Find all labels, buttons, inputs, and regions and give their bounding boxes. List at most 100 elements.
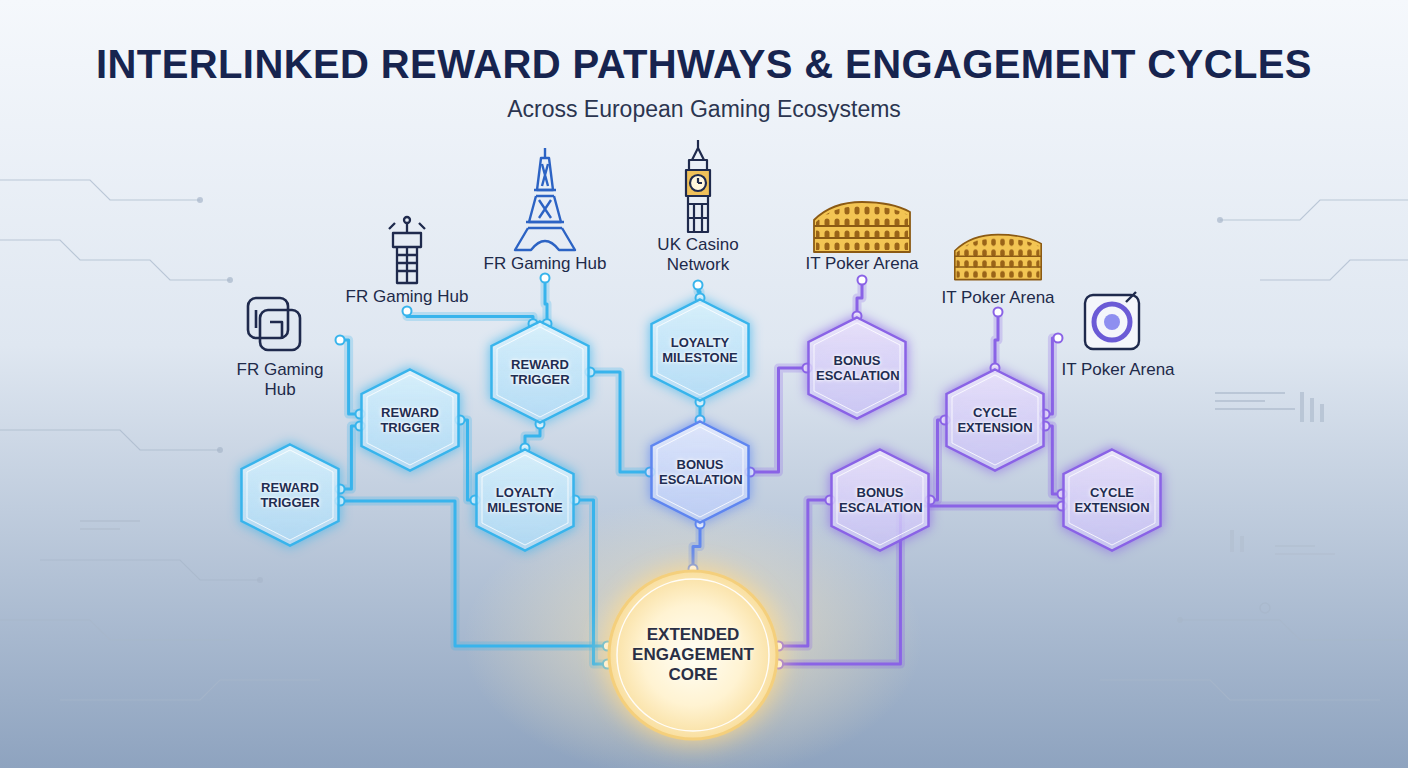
circuit-dot (1217, 217, 1223, 223)
node-label: CYCLE EXTENSION (954, 405, 1036, 435)
stage-hexagon: LOYALTY MILESTONE (475, 448, 575, 552)
stage-hexagon: CYCLE EXTENSION (945, 368, 1045, 472)
colosseum-icon (955, 235, 1041, 280)
connector-glow (407, 311, 533, 324)
tower-part (515, 228, 575, 250)
hexagon-shape (492, 322, 589, 423)
logo-part (1126, 292, 1136, 302)
hexagon-inner-rim (657, 427, 743, 517)
hexagon-inner-rim (837, 455, 923, 545)
tower-part (688, 196, 708, 232)
connector-dot (694, 281, 703, 290)
connector-glow (930, 420, 945, 500)
colosseum-icon (814, 202, 910, 252)
connector-line (340, 426, 360, 489)
connector-line (545, 278, 547, 324)
connector-line (693, 524, 700, 569)
connector-line (1045, 338, 1058, 414)
tower-part (389, 223, 425, 229)
connector-dot (541, 274, 550, 283)
hexagon-shape (362, 370, 459, 471)
tower-part (539, 164, 551, 218)
platform-name: FR Gaming Hub (346, 287, 469, 307)
hexagon-inner-rim (952, 375, 1038, 465)
data-bar (1215, 400, 1265, 402)
diagram-caption: Across European Gaming Ecosystems (0, 96, 1408, 123)
data-bar (1230, 530, 1234, 552)
circuit-dot (197, 197, 203, 203)
tower-part (692, 140, 704, 160)
circuit-line (1100, 680, 1380, 700)
hexagon-inner-rim (1069, 455, 1155, 545)
connector-line (407, 311, 533, 324)
core-disc (609, 571, 777, 739)
data-bar (1320, 404, 1324, 422)
hexagon-inner-rim (657, 305, 743, 395)
platform-label: UK Casino Network (643, 137, 753, 285)
logo-part (1085, 295, 1139, 349)
platform-name: FR Gaming Hub (221, 360, 339, 400)
arena-logo-icon (1085, 292, 1139, 349)
node-label: LOYALTY MILESTONE (484, 485, 566, 515)
circuit-dot (1260, 603, 1270, 613)
connector-line (590, 372, 650, 472)
node-label: REWARD TRIGGER (249, 480, 331, 510)
connector-dot (1054, 334, 1063, 343)
circuit-dot (227, 277, 233, 283)
tower-part (689, 160, 707, 170)
data-bar (1310, 398, 1314, 422)
platform-label: FR Gaming Hub (220, 292, 340, 388)
diagram-title: INTERLINKED REWARD PATHWAYS & ENGAGEMENT… (0, 42, 1408, 87)
data-bar (1300, 392, 1304, 422)
tower-part (686, 170, 710, 196)
data-bar (1275, 545, 1315, 547)
logo-part (1094, 304, 1130, 340)
platform-name: UK Casino Network (648, 235, 748, 275)
platform-name: IT Poker Arena (941, 288, 1054, 308)
platform-label: IT Poker Arena (923, 228, 1073, 312)
circuit-line (0, 430, 220, 450)
connector-line (995, 312, 998, 368)
connector-glow (340, 426, 360, 489)
connector-glow (340, 340, 360, 414)
connector-glow (995, 312, 998, 368)
hexagon-shape (1064, 450, 1161, 551)
connector-glow (545, 278, 547, 324)
hexagon-inner-rim (497, 327, 583, 417)
stage-hexagon: BONUS ESCALATION (807, 316, 907, 420)
data-bar (1215, 392, 1285, 394)
hexagon-inner-rim (814, 323, 900, 413)
data-bar (1275, 553, 1335, 555)
connector-dot (858, 276, 867, 285)
core-circle: EXTENDED ENGAGEMENT CORE (607, 569, 779, 741)
colosseum-arches (816, 206, 908, 250)
platform-label: FR Gaming Hub (332, 215, 482, 311)
colosseum-wall (814, 202, 910, 252)
tower-part (406, 223, 408, 233)
tower-part (393, 233, 421, 247)
node-label: BONUS ESCALATION (659, 457, 741, 487)
hexagon-shape (477, 450, 574, 551)
clock-tower-icon (686, 140, 710, 232)
circuit-line (40, 560, 260, 580)
tower-part (526, 222, 564, 228)
circuit-line (1180, 620, 1408, 640)
hub-logo-icon (248, 298, 300, 350)
connector-line (750, 368, 807, 472)
clock-hands (698, 178, 702, 183)
circuit-line (0, 620, 230, 640)
hexagon-shape (947, 370, 1044, 471)
node-label: LOYALTY MILESTONE (659, 335, 741, 365)
node-label: REWARD TRIGGER (499, 357, 581, 387)
hexagon-inner-rim (367, 375, 453, 465)
core-rim (617, 579, 769, 731)
logo-part (256, 310, 282, 338)
connector-line (779, 500, 830, 646)
platform-label: IT Poker Arena (1058, 288, 1178, 388)
tower-icon (389, 217, 425, 283)
circuit-line (1220, 200, 1408, 220)
logo-part (248, 298, 288, 338)
tower-part (534, 190, 556, 196)
hexagon-shape (242, 445, 339, 546)
